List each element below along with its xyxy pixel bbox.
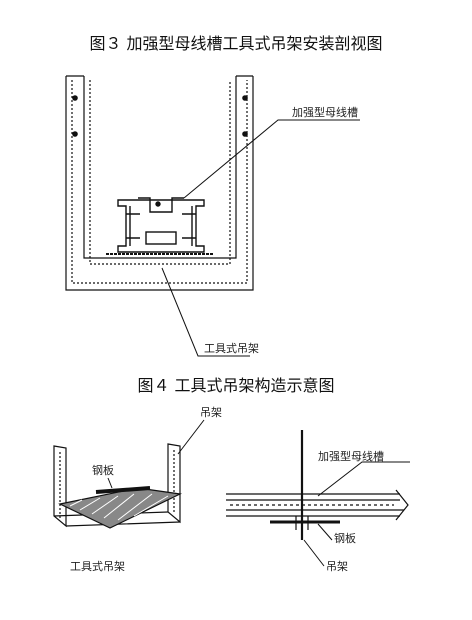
- leader-busway-fig4: [317, 461, 410, 497]
- figure-3-title: 图３ 加强型母线槽工具式吊架安装剖视图: [89, 34, 383, 53]
- bolt-hole: [242, 131, 248, 137]
- busway-section: [117, 197, 205, 253]
- bolt-hole: [72, 131, 78, 137]
- leader-hanger: [161, 267, 250, 357]
- figure-4-left-drawing: [53, 419, 205, 529]
- label-plate-left: 钢板: [92, 463, 114, 477]
- label-plate-right: 钢板: [334, 531, 356, 545]
- leader-hanger-top: [177, 419, 205, 455]
- label-busway-fig3: 加强型母线槽: [292, 105, 358, 119]
- leader-hanger-bottom: [303, 539, 325, 567]
- u-channel-dash: [71, 80, 248, 284]
- leader-plate-left: [107, 477, 113, 489]
- bolt-hole: [242, 95, 248, 101]
- leader-plate-right: [317, 523, 333, 541]
- figure-3-drawing: [65, 75, 360, 357]
- label-tool-hanger: 工具式吊架: [70, 560, 125, 573]
- label-busway-fig4: 加强型母线槽: [318, 449, 384, 463]
- leader-busway: [183, 119, 360, 199]
- bolt-hole: [72, 95, 78, 101]
- figure-4-title: 图４ 工具式吊架构造示意图: [137, 376, 335, 395]
- busway-end-arrow: [395, 489, 409, 521]
- label-hanger-top: 吊架: [200, 406, 222, 419]
- label-hanger-bottom: 吊架: [326, 560, 348, 573]
- plate-strip: [95, 486, 151, 494]
- busway-rail-bottom: [226, 509, 404, 517]
- plate-hatch: [69, 493, 169, 521]
- u-channel-inner: [83, 76, 237, 259]
- figure-4-right-drawing: [226, 430, 410, 567]
- u-channel-outer: [65, 76, 254, 291]
- u-channel-dash-2: [89, 80, 231, 265]
- busway-rail-top: [226, 493, 400, 501]
- label-hanger-fig3: 工具式吊架: [204, 342, 259, 355]
- steel-plate-left: [58, 487, 183, 529]
